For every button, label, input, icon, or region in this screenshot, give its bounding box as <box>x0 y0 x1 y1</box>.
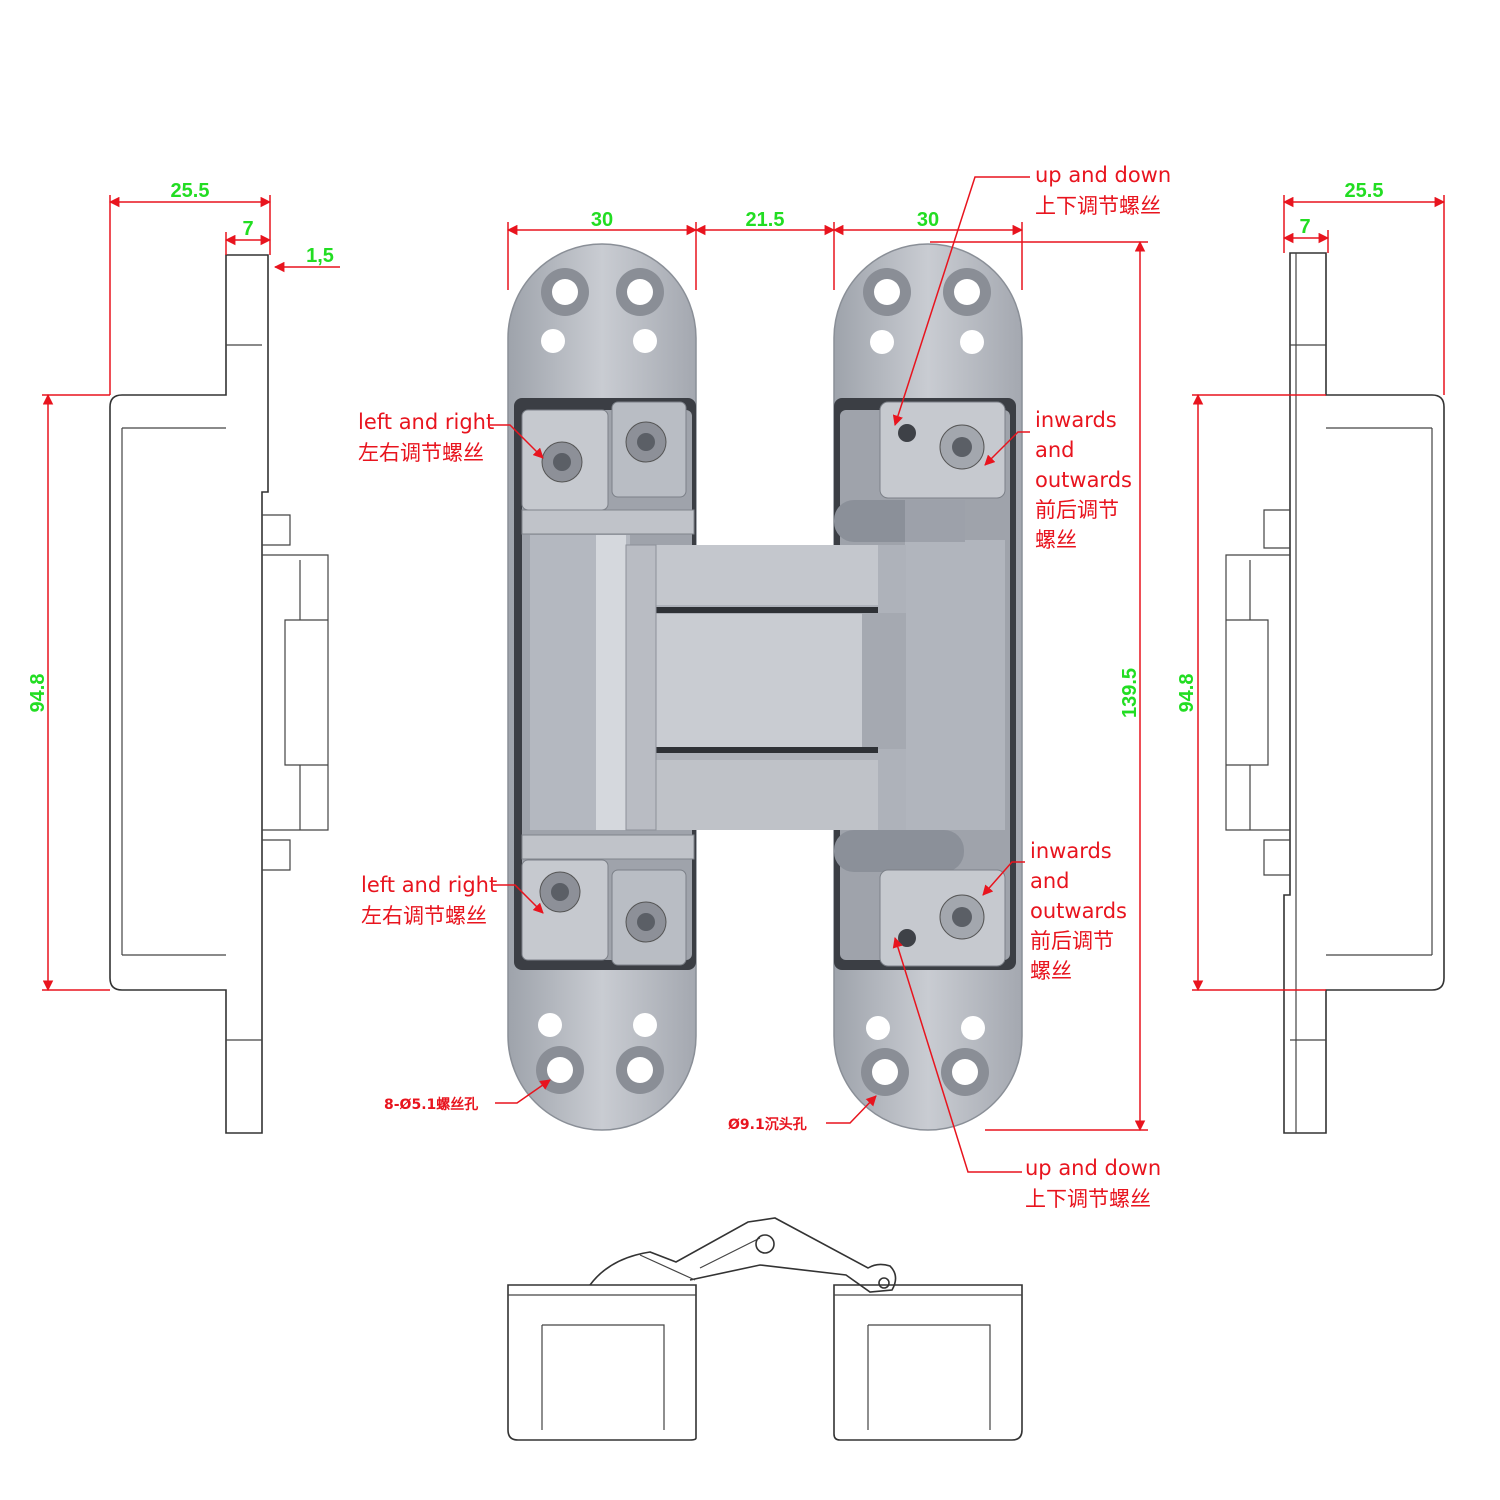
left-side-view: 25.5 7 1,5 94.8 <box>27 180 340 1134</box>
right-side-view: 25.5 7 94.8 <box>1176 180 1446 1134</box>
svg-text:outwards: outwards <box>1030 899 1127 923</box>
svg-text:螺丝: 螺丝 <box>1030 959 1072 983</box>
dim-overall-height: 139.5 <box>1119 668 1141 718</box>
svg-text:左右调节螺丝: 左右调节螺丝 <box>361 904 487 928</box>
screw-bottom-left-lr <box>539 871 581 913</box>
callout-up-down-bottom: up and down 上下调节螺丝 <box>1025 1156 1161 1211</box>
svg-text:前后调节: 前后调节 <box>1035 498 1119 522</box>
dim-left-offset: 1,5 <box>306 245 334 267</box>
dim-left-plate-thickness: 7 <box>242 218 253 240</box>
svg-text:inwards: inwards <box>1035 408 1117 432</box>
dim-right-overall-depth: 25.5 <box>1345 180 1384 202</box>
svg-text:left and right: left and right <box>358 410 494 434</box>
hinge-front-view <box>507 243 1023 1131</box>
screw-holes-small <box>538 329 985 1040</box>
callout-left-right-top: left and right 左右调节螺丝 <box>358 410 494 465</box>
svg-text:up and down: up and down <box>1025 1156 1161 1180</box>
callout-up-down-top: up and down 上下调节螺丝 <box>1035 163 1171 218</box>
dim-left-overall-depth: 25.5 <box>171 180 210 202</box>
svg-text:螺丝: 螺丝 <box>1035 528 1077 552</box>
svg-text:and: and <box>1030 869 1070 893</box>
dim-right-body-height: 94.8 <box>1176 674 1198 713</box>
screw-top-right-inout <box>898 424 985 470</box>
top-dimensions: 30 21.5 30 139.5 <box>506 209 1148 1132</box>
callout-screw-holes: 8-Ø5.1螺丝孔 <box>384 1096 478 1113</box>
svg-text:左右调节螺丝: 左右调节螺丝 <box>358 441 484 465</box>
callout-left-right-bottom: left and right 左右调节螺丝 <box>361 873 497 928</box>
screw-top-left-lr <box>541 441 583 483</box>
countersunk-holes <box>536 268 991 1096</box>
screw-bottom-left-2 <box>625 901 667 943</box>
screw-top-left-2 <box>625 421 667 463</box>
svg-text:上下调节螺丝: 上下调节螺丝 <box>1025 1187 1151 1211</box>
dim-top-left-width: 30 <box>591 209 613 231</box>
svg-text:up and down: up and down <box>1035 163 1171 187</box>
svg-text:outwards: outwards <box>1035 468 1132 492</box>
dim-top-gap: 21.5 <box>746 209 785 231</box>
callout-countersunk: Ø9.1沉头孔 <box>728 1116 807 1133</box>
dim-top-right-width: 30 <box>917 209 939 231</box>
svg-text:前后调节: 前后调节 <box>1030 929 1114 953</box>
dim-right-plate-thickness: 7 <box>1299 216 1310 238</box>
svg-text:inwards: inwards <box>1030 839 1112 863</box>
callout-inout-bottom: inwards and outwards 前后调节 螺丝 <box>1030 839 1127 983</box>
bottom-plan-view <box>507 1217 1023 1441</box>
svg-text:left and right: left and right <box>361 873 497 897</box>
callout-inout-top: inwards and outwards 前后调节 螺丝 <box>1035 408 1132 552</box>
dim-left-body-height: 94.8 <box>27 674 49 713</box>
callout-leaders <box>490 176 1030 1173</box>
svg-text:and: and <box>1035 438 1075 462</box>
svg-text:上下调节螺丝: 上下调节螺丝 <box>1035 194 1161 218</box>
